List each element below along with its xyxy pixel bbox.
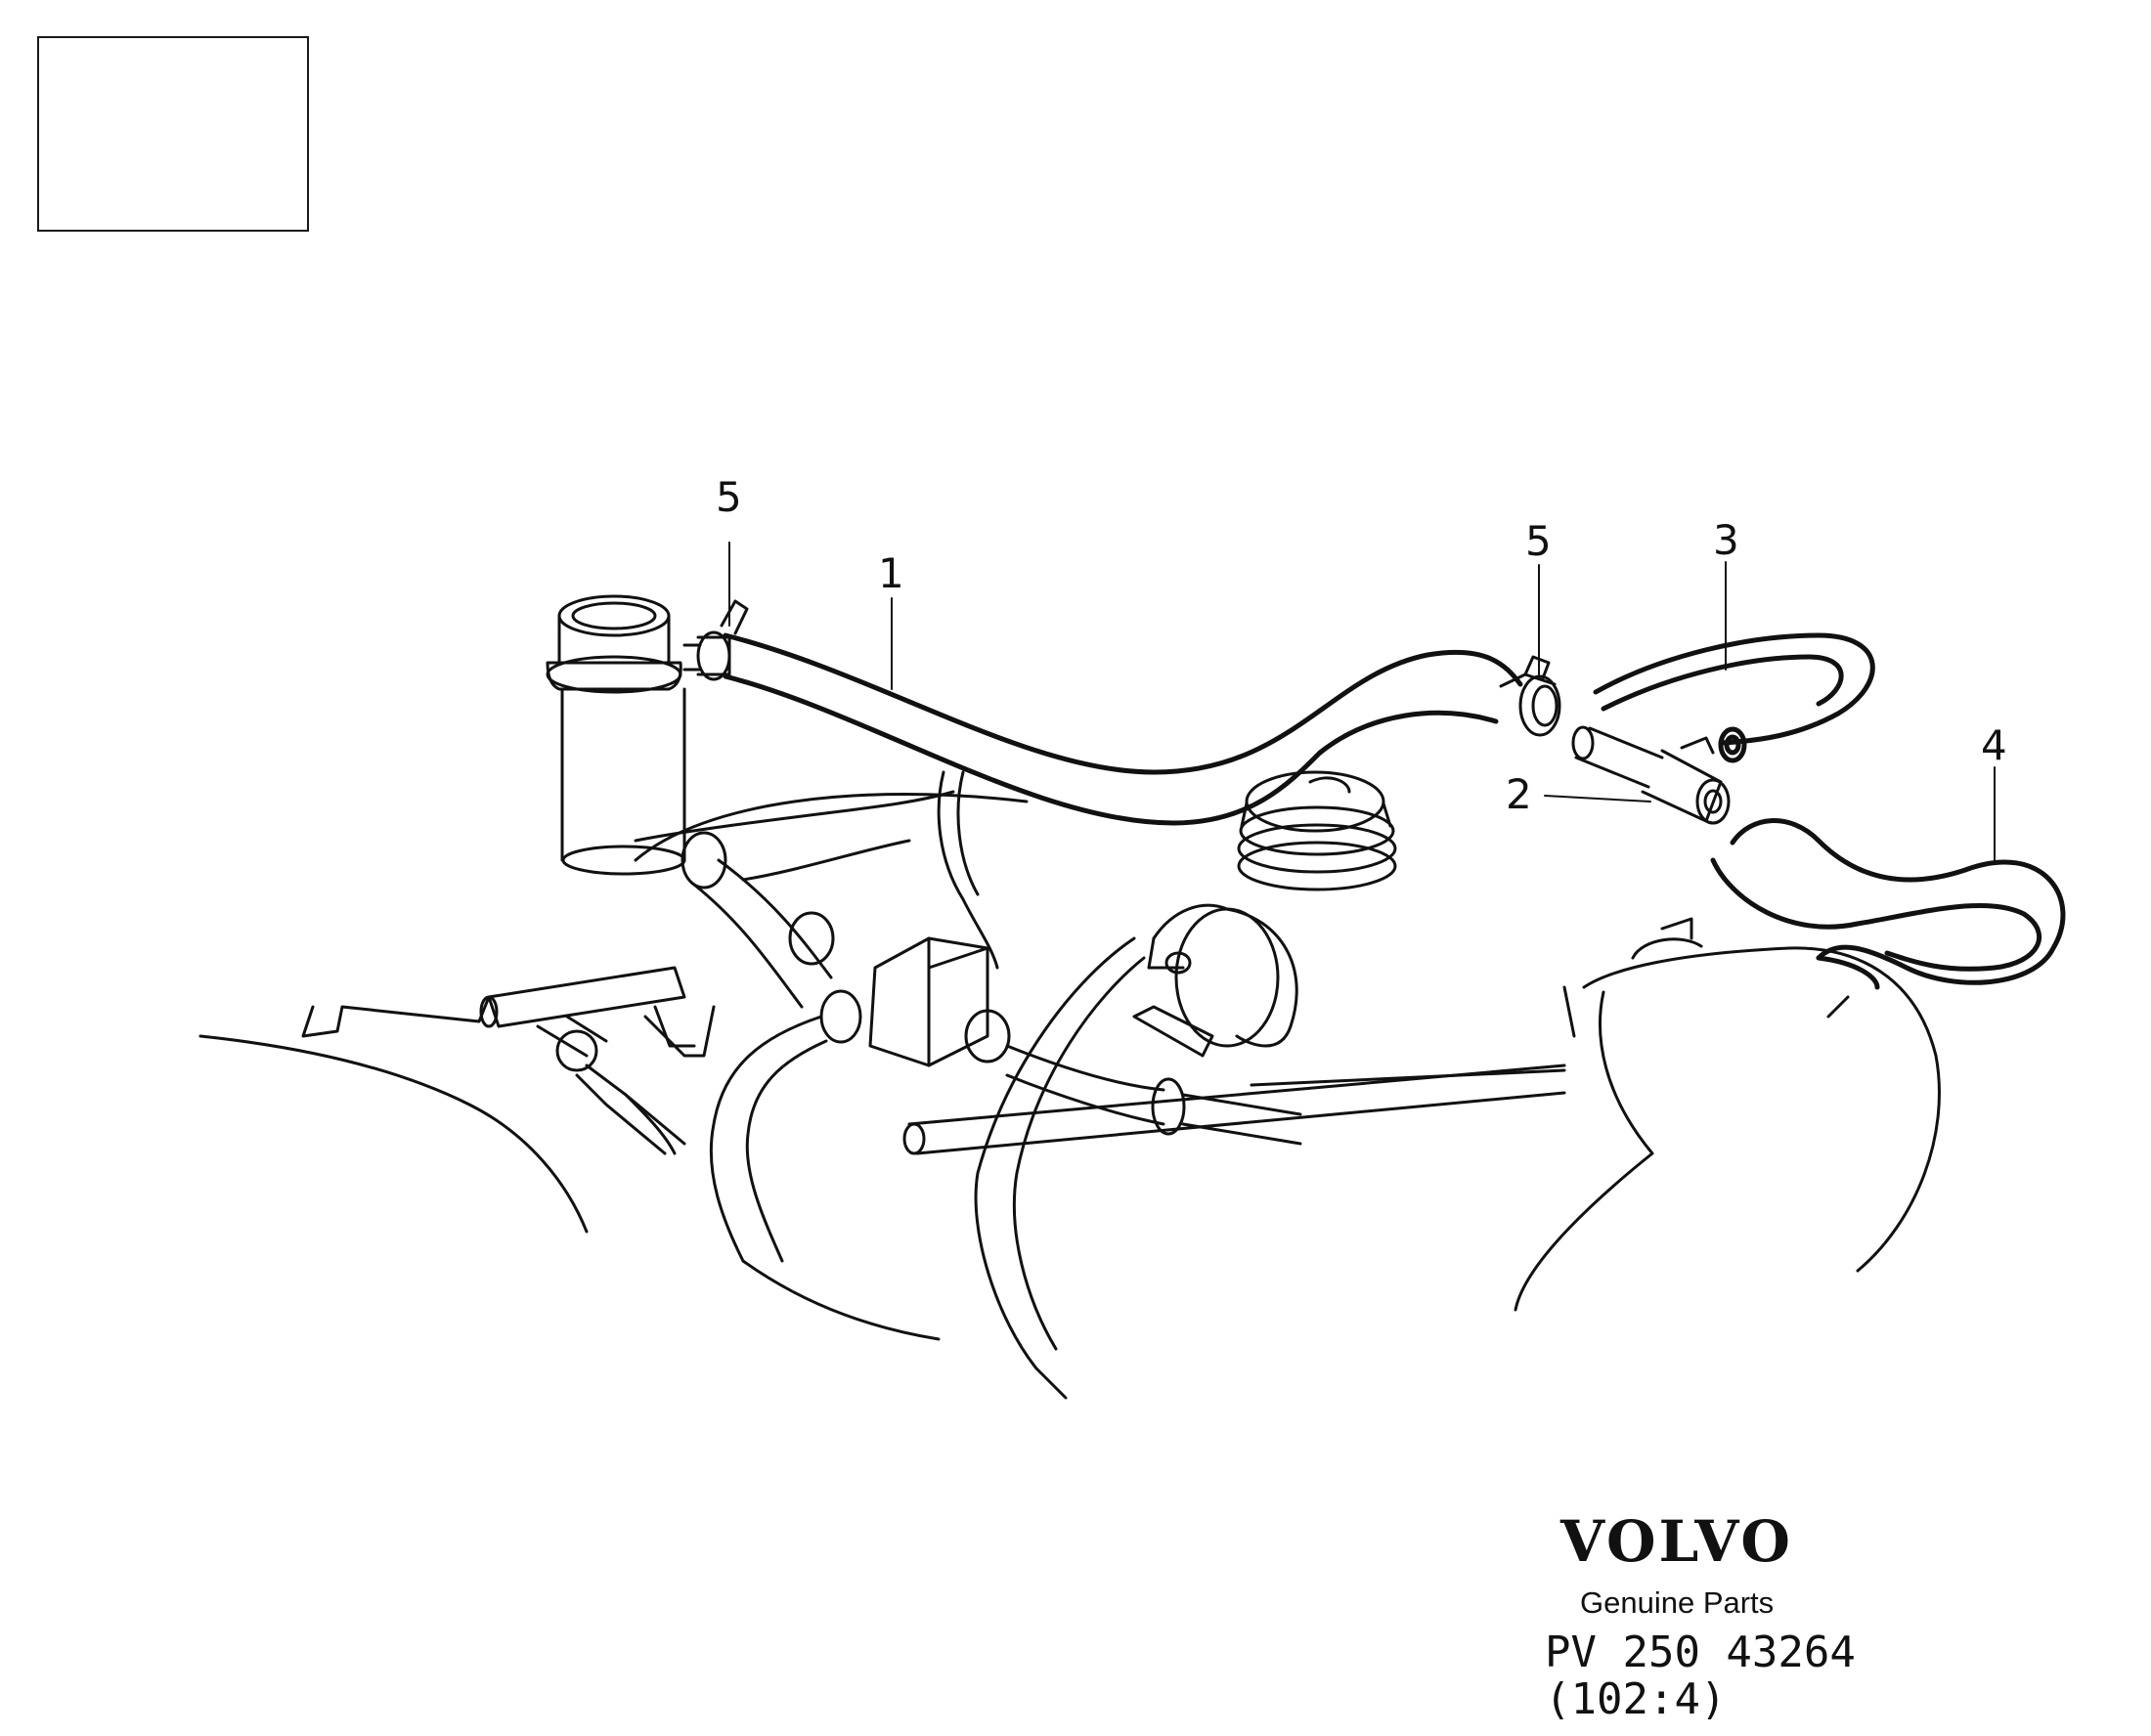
callout-4: 4 xyxy=(1981,721,2007,769)
diagram-reference: (102:4) xyxy=(1545,1674,1727,1725)
hose-clamp-right xyxy=(1499,655,1561,737)
filler-cap xyxy=(1237,770,1397,891)
hose-4 xyxy=(1710,818,2066,990)
callout-5-left: 5 xyxy=(716,473,742,521)
oil-trap-canister xyxy=(546,594,686,876)
callout-1: 1 xyxy=(878,549,904,597)
distribution-block xyxy=(680,831,1011,1067)
thumbnail-frame xyxy=(37,36,309,232)
callout-5-right: 5 xyxy=(1525,517,1552,565)
brand-logo: VOLVO xyxy=(1560,1508,1793,1575)
connector-2 xyxy=(1571,725,1731,825)
chassis-outline xyxy=(198,793,1576,1400)
hose-3 xyxy=(1593,632,1875,763)
reservoir-right xyxy=(1514,917,1941,1312)
hose-1 xyxy=(723,632,1523,826)
callout-2: 2 xyxy=(1506,770,1532,818)
engine-assembly xyxy=(198,594,2066,1400)
pipes xyxy=(479,770,1566,1370)
part-number: PV 250 43264 xyxy=(1545,1628,1856,1677)
callout-leaders xyxy=(728,542,1996,861)
footer-block: VOLVO Genuine Parts PV 250 43264 (102:4) xyxy=(1545,1513,1936,1724)
callout-3: 3 xyxy=(1713,516,1739,564)
horn xyxy=(1132,903,1298,1058)
brand-tagline: Genuine Parts xyxy=(1580,1585,1775,1620)
